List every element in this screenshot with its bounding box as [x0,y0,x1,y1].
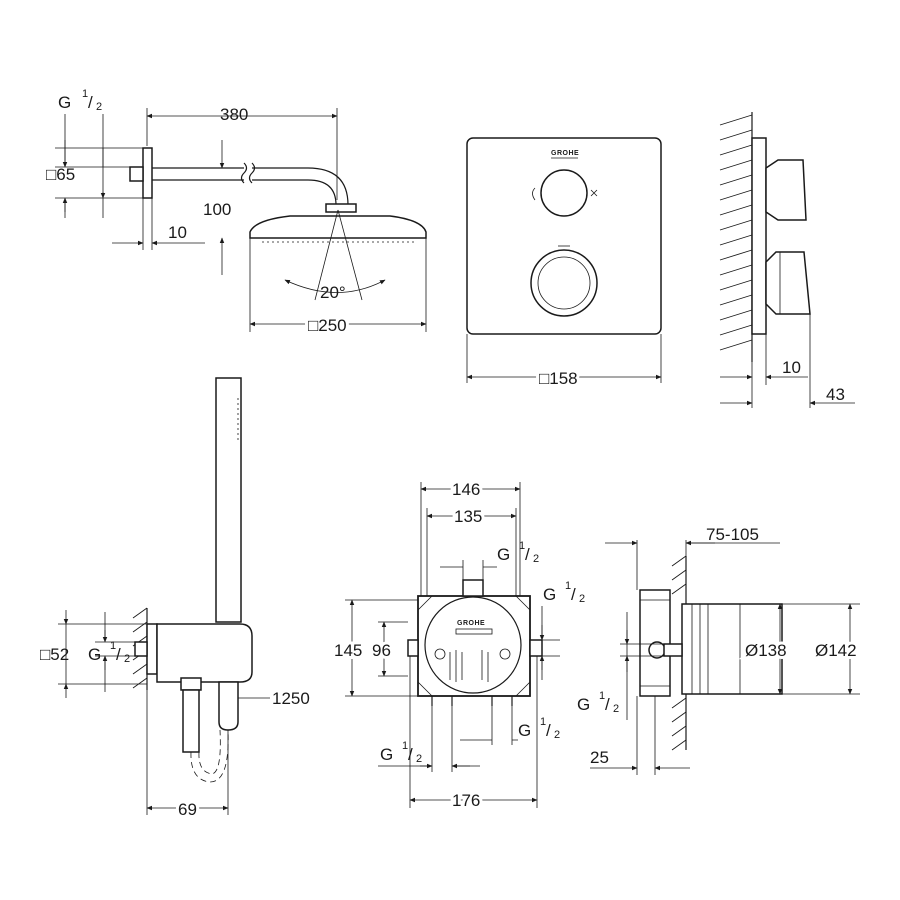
box-corners [417,595,531,697]
svg-text:1: 1 [540,716,546,728]
wall-gap-label: 10 [168,223,187,242]
svg-text:1: 1 [82,88,88,100]
hose [190,729,229,783]
brand-logo: GROHE [551,150,579,157]
wall-connector [129,166,144,182]
right-outlet [529,639,543,657]
rough-in-side-view: 75-105 Ø138 Ø142 G 1 / 2 25 [577,525,860,775]
hose-length-label: 1250 [272,689,310,708]
shower-head [249,215,427,239]
svg-text:2: 2 [533,553,539,565]
box-frame [417,595,531,697]
wall-elbow [146,623,158,675]
thermostat-side-view: 10 43 [719,112,855,408]
diameter-inner-label: Ø138 [745,641,787,660]
svg-text:2: 2 [124,653,130,665]
side-thermostat [765,251,811,315]
holder-body [156,623,253,683]
svg-text:1: 1 [402,740,408,752]
drop-label: 100 [203,200,231,219]
offset-label: 25 [590,748,609,767]
plate-size-label: □158 [539,369,578,388]
handle-lower [218,681,239,731]
hand-shower-handle [215,377,242,623]
svg-text:1: 1 [519,540,525,552]
box-thread-bottom-left: G [380,745,393,764]
diameter-outer-label: Ø142 [815,641,857,660]
shower-arm [152,167,244,181]
side-diverter [765,159,807,221]
svg-text:/: / [546,721,551,740]
arm-break [240,162,256,184]
depth-range-label: 75-105 [706,525,759,544]
svg-text:/: / [88,93,93,112]
arm-length-label: 380 [220,105,248,124]
side-plate [751,137,767,335]
temperature-knob[interactable] [530,249,598,317]
rough-in-front-view: GROHE 146 135 G 1 / 2 G 1 / 2 145 [331,477,585,813]
projection-label: 69 [178,800,197,819]
svg-text:/: / [408,745,413,764]
side-box-ribs [691,604,741,694]
hose-nut [180,677,202,691]
flange-size-label: □65 [46,165,75,184]
box-thread-bottom-right: G [518,721,531,740]
wall-flange [142,147,153,199]
hand-shower-view: □52 G 1 / 2 1250 69 [40,377,310,822]
diverter-icon-right [590,189,598,197]
elbow-connector [134,641,148,657]
box-scale-marks [449,650,489,682]
height-outer-label: 145 [334,641,362,660]
head-shower-view: 20° 380 G 1 / 2 □65 100 10 □250 [46,88,427,338]
tilt-angle-label: 20° [320,283,346,302]
height-inner-label: 96 [372,641,391,660]
svg-text:/: / [571,585,576,604]
box-port-right [499,648,511,660]
svg-text:/: / [116,645,121,664]
hose-pipe [182,689,200,753]
svg-text:2: 2 [579,593,585,605]
diverter-icon-left [532,187,536,201]
box-logo: GROHE [457,620,485,627]
svg-text:1: 1 [599,690,605,702]
svg-text:/: / [605,695,610,714]
cover-plate [466,137,662,335]
wall-hatching [719,114,753,351]
box-dial [424,596,522,694]
top-outlet [462,579,484,597]
head-size-label: □250 [308,316,347,335]
svg-text:1: 1 [565,580,571,592]
elbow-size-label: □52 [40,645,69,664]
svg-text:/: / [525,545,530,564]
box-thread-right: G [543,585,556,604]
hand-thread-label: G [88,645,101,664]
side-depth-label: 43 [826,385,845,404]
svg-text:2: 2 [613,703,619,715]
side-thread-label: G [577,695,590,714]
svg-text:2: 2 [416,753,422,765]
side-offset-label: 10 [782,358,801,377]
diverter-knob[interactable] [540,169,588,217]
svg-text:1: 1 [110,640,116,652]
width-inner-label: 135 [454,507,482,526]
box-thread-top: G [497,545,510,564]
left-outlet [407,639,419,657]
thread-label-main: G [58,93,71,112]
box-port-left [434,648,446,660]
svg-text:2: 2 [96,101,102,113]
width-outer-label: 146 [452,480,480,499]
shower-head-joint [325,203,357,213]
svg-text:2: 2 [554,729,560,741]
side-inlet-pipe [663,643,683,657]
thermostat-front-view: GROHE □158 [466,137,662,391]
tilt-arc [284,279,386,293]
base-width-label: 176 [452,791,480,810]
